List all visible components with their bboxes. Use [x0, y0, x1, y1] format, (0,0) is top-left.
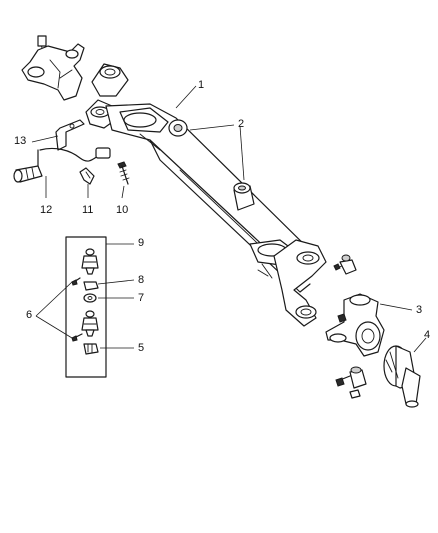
callout-5: 5 — [138, 342, 145, 354]
callout-13: 13 — [14, 135, 27, 147]
callout-7: 7 — [138, 292, 145, 304]
upper-right-ball-joint — [333, 254, 357, 275]
spindle — [383, 345, 421, 408]
sensor-bracket — [55, 119, 85, 151]
left-steering-knuckle — [21, 35, 85, 101]
callout-11: 11 — [82, 204, 94, 216]
abs-sensor-harness — [13, 147, 111, 183]
callout-9: 9 — [138, 237, 145, 249]
callout-2: 2 — [238, 118, 245, 130]
callout-12: 12 — [40, 204, 53, 216]
ball-joint-kit-box — [65, 236, 107, 378]
lower-right-ball-joint — [335, 366, 367, 399]
callout-3: 3 — [416, 304, 423, 316]
leader-lines — [31, 85, 427, 353]
wire-clip — [79, 167, 95, 185]
callout-1: 1 — [198, 79, 205, 91]
callout-4: 4 — [424, 329, 431, 341]
sensor-bolt — [117, 161, 130, 185]
right-steering-knuckle — [325, 293, 385, 357]
callout-6: 6 — [26, 309, 33, 321]
callout-10: 10 — [116, 204, 129, 216]
callout-8: 8 — [138, 274, 145, 286]
axle-housing — [85, 63, 327, 327]
